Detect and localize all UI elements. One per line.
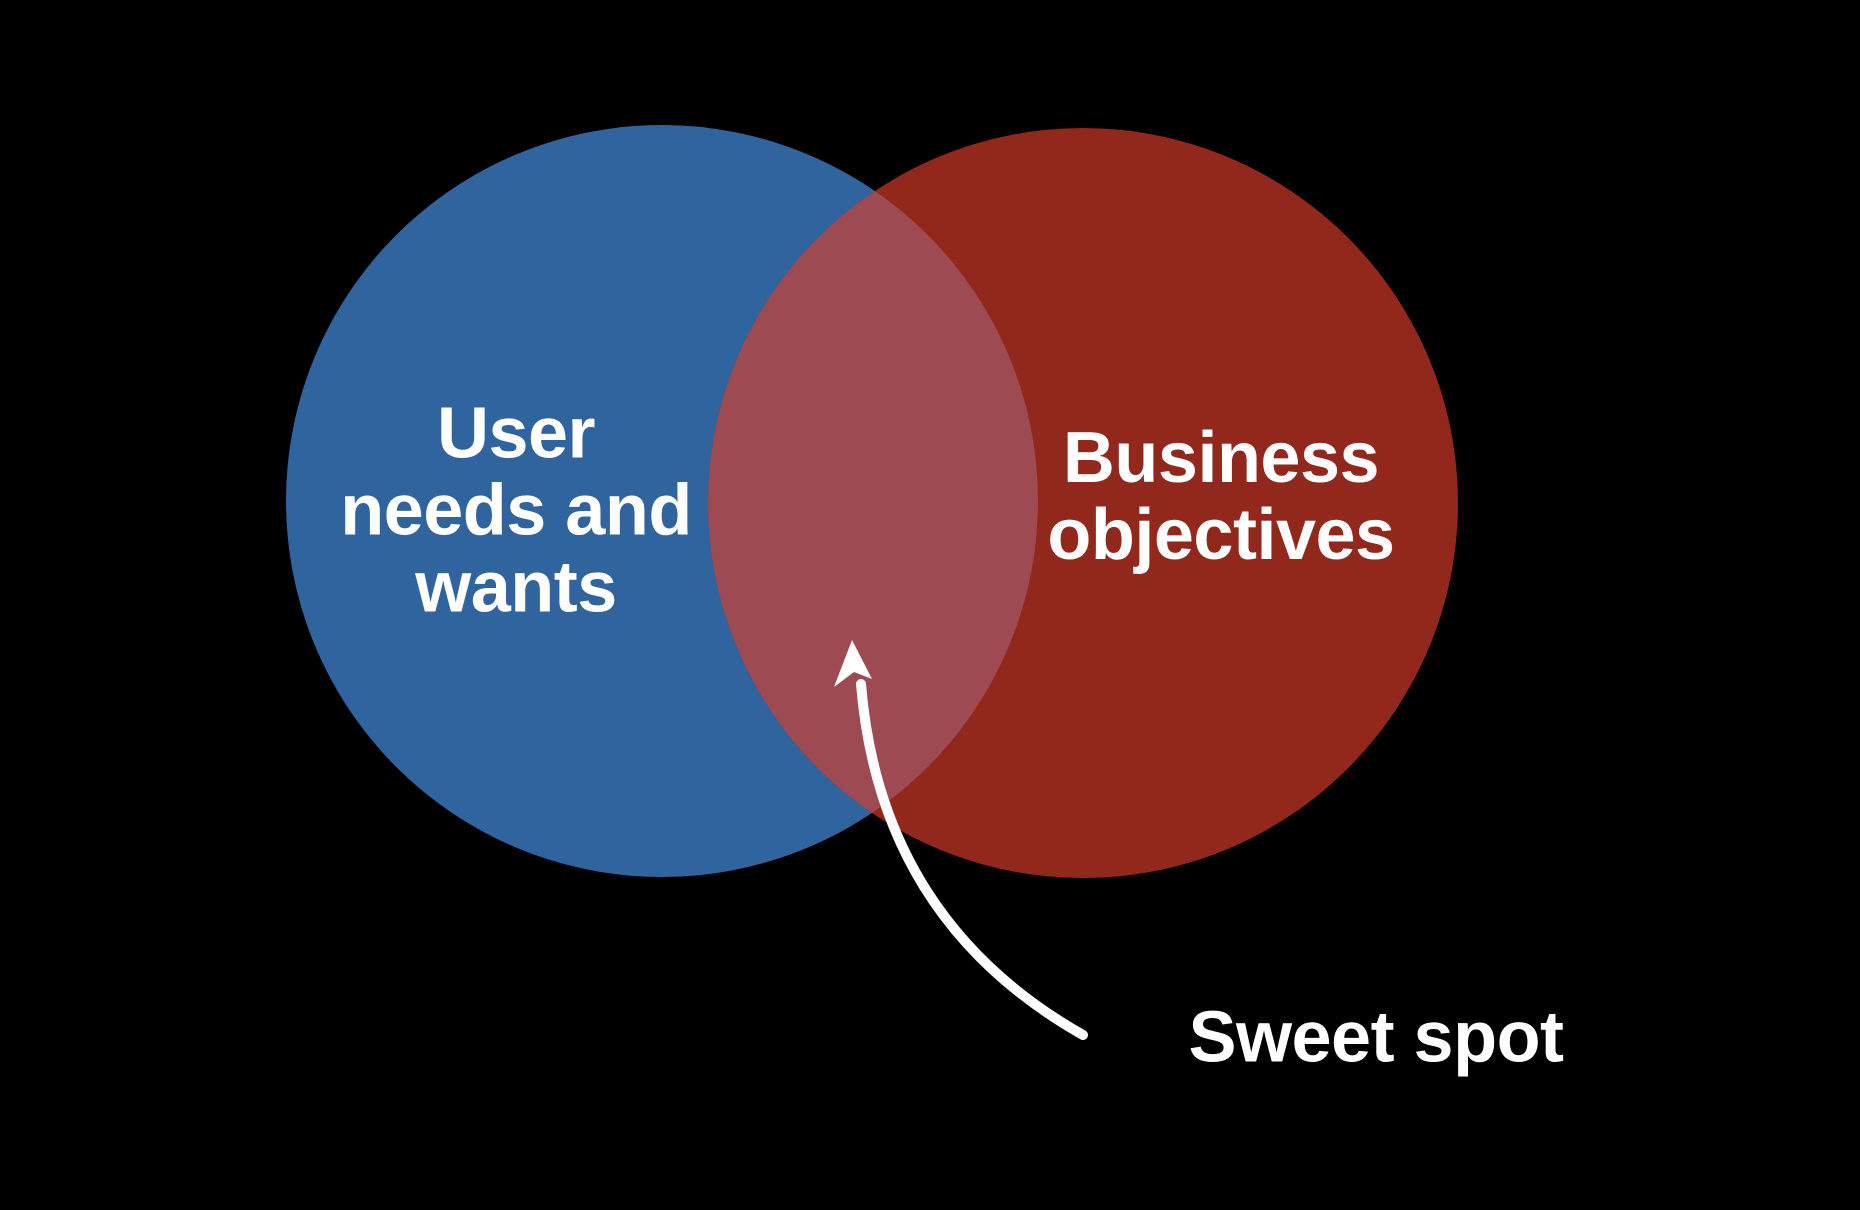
user-circle-label: User needs and wants [340,393,692,628]
sweet-spot-arrowhead-icon [834,640,872,687]
overlap-region [708,128,1038,877]
sweet-spot-arrow [856,679,1088,1040]
business-circle-label: Business objectives [1047,418,1395,575]
sweet-spot-label: Sweet spot [1188,997,1564,1078]
